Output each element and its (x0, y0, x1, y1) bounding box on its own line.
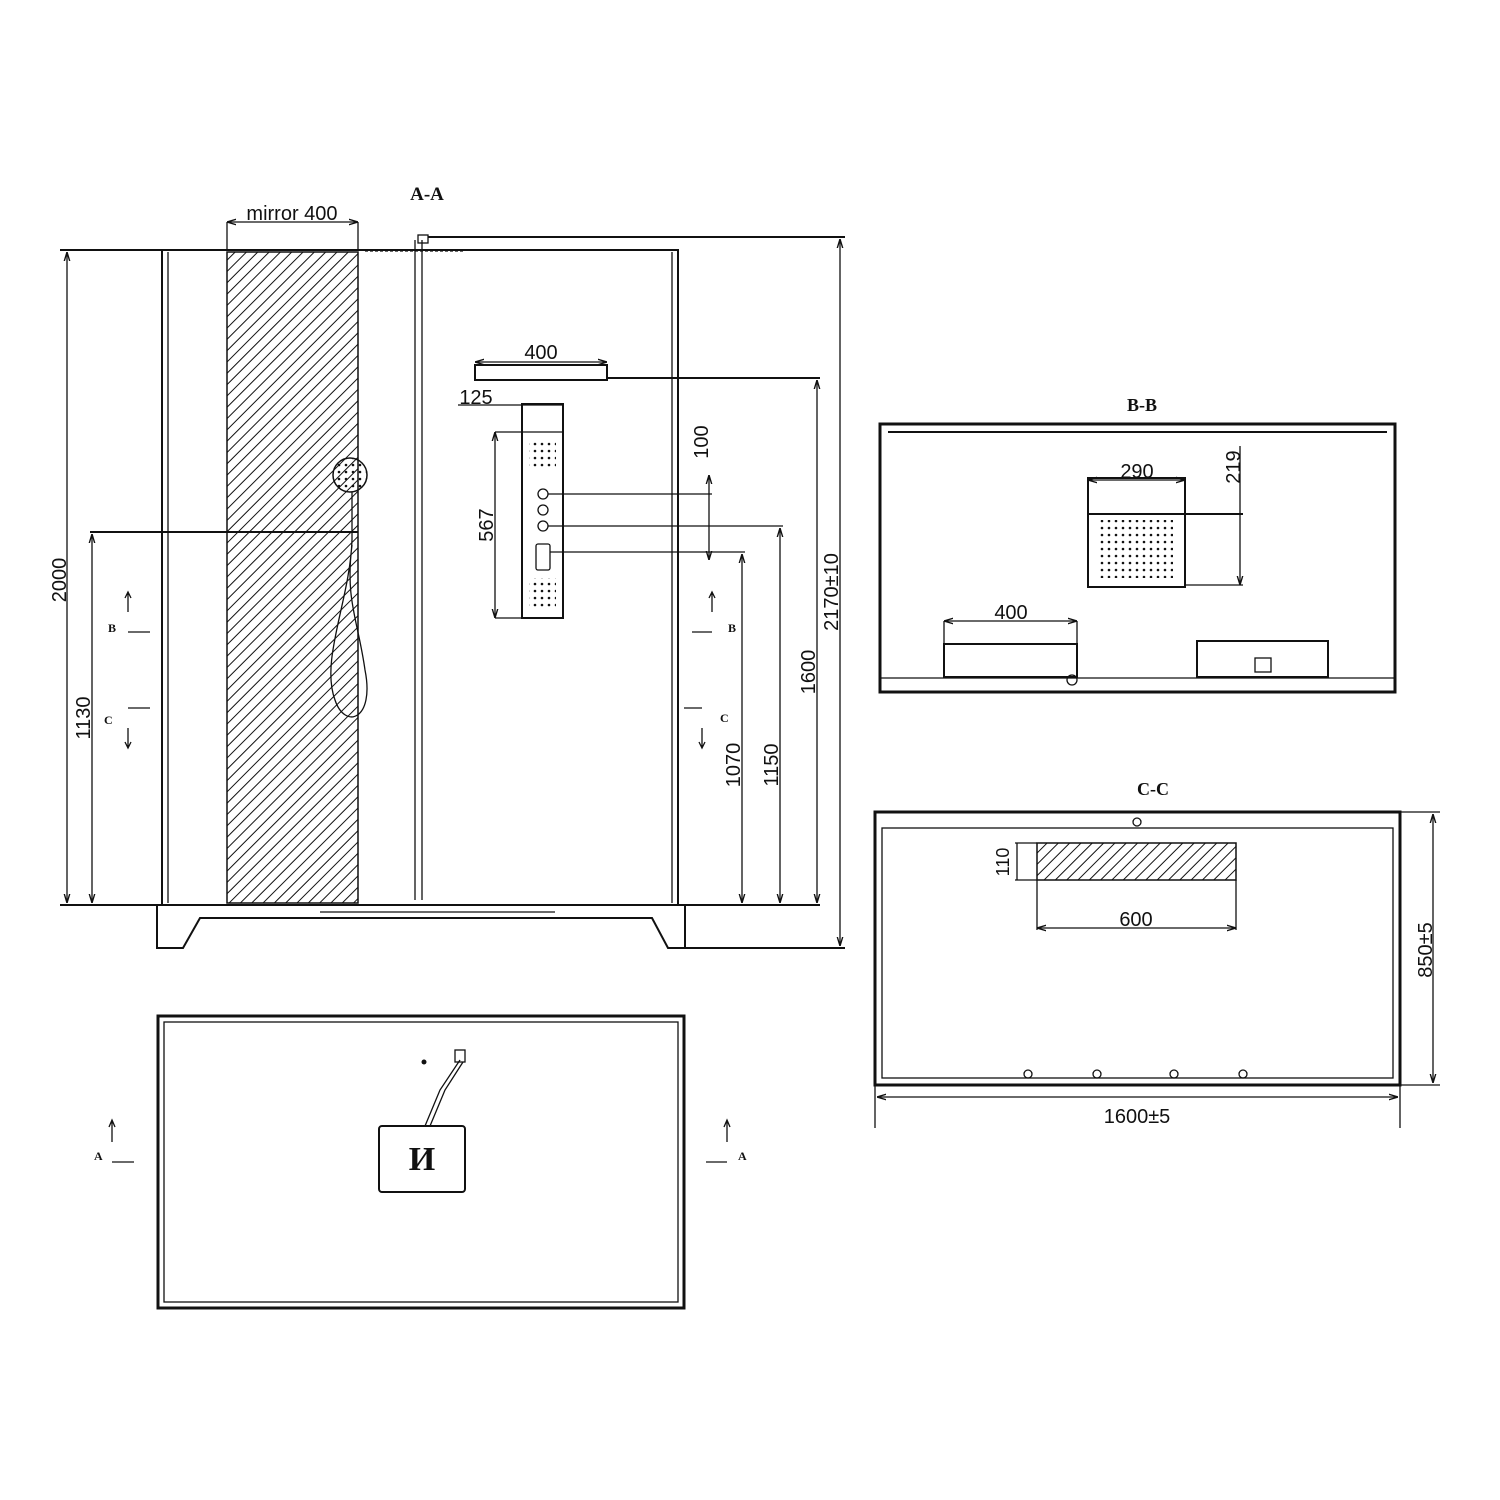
dim-total-height: 2170±10 (821, 553, 843, 631)
dim-seat-width: 400 (994, 602, 1027, 624)
section-cc-title: C-C (1137, 779, 1169, 799)
dim-control-1150: 1150 (761, 743, 783, 786)
section-bb-title: B-B (1127, 395, 1157, 415)
overhead-shower (474, 364, 608, 381)
svg-text:A: A (738, 1149, 747, 1163)
dim-width: 1600±5 (1104, 1106, 1171, 1128)
seat-box-right (1196, 640, 1329, 678)
section-marker-c-left: C (104, 707, 150, 750)
shower-panel (521, 403, 564, 619)
drain-glyph: И (409, 1141, 435, 1178)
seat-box-left (943, 643, 1078, 678)
dim-seat-height: 1130 (73, 696, 95, 739)
section-marker-a-left: A (94, 1118, 134, 1163)
control-display (535, 543, 551, 571)
mirror-panel (226, 251, 359, 904)
dim-overhead-height: 1600 (798, 650, 820, 695)
dim-overall-height: 2000 (49, 558, 71, 603)
bb-outline (878, 422, 1397, 694)
dim-panel-width: 125 (459, 387, 492, 409)
cabin-base (156, 904, 686, 949)
light-strip (1036, 842, 1237, 881)
dim-depth: 850±5 (1415, 922, 1437, 977)
svg-text:C: C (104, 713, 113, 727)
section-marker-c-right: C (684, 707, 729, 750)
svg-text:B: B (108, 621, 116, 635)
section-marker-b-left: B (108, 590, 150, 635)
hand-shower-icon (332, 457, 368, 493)
drain-box (378, 1125, 466, 1193)
svg-text:A: A (94, 1149, 103, 1163)
control-knob-icon (537, 488, 549, 500)
section-marker-b-right: B (692, 590, 736, 635)
svg-text:C: C (720, 711, 729, 725)
control-knob-icon (537, 504, 549, 516)
dim-control-1070: 1070 (723, 743, 745, 788)
dim-strip-height: 110 (993, 848, 1013, 877)
dim-spacing: 100 (691, 425, 713, 458)
section-aa-title: A-A (410, 184, 444, 205)
dim-panel-height: 567 (476, 508, 498, 541)
plan-view: И A A (94, 1014, 747, 1310)
dim-head-width: 290 (1120, 461, 1153, 483)
control-knob-icon (537, 520, 549, 532)
dim-strip-width: 600 (1119, 909, 1152, 931)
cc-outline (873, 810, 1402, 1087)
plan-outline (156, 1014, 686, 1310)
section-bb-view: B-B 290 219 400 (878, 395, 1397, 694)
section-aa-view: A-A mirror 400 400 125 567 2000 1130 217… (49, 184, 845, 949)
section-marker-a-right: A (706, 1118, 747, 1163)
dim-overhead-width: 400 (524, 342, 557, 364)
dim-head-depth: 219 (1223, 450, 1245, 483)
section-cc-view: C-C 110 600 850±5 1600±5 (873, 779, 1440, 1128)
svg-text:B: B (728, 621, 736, 635)
